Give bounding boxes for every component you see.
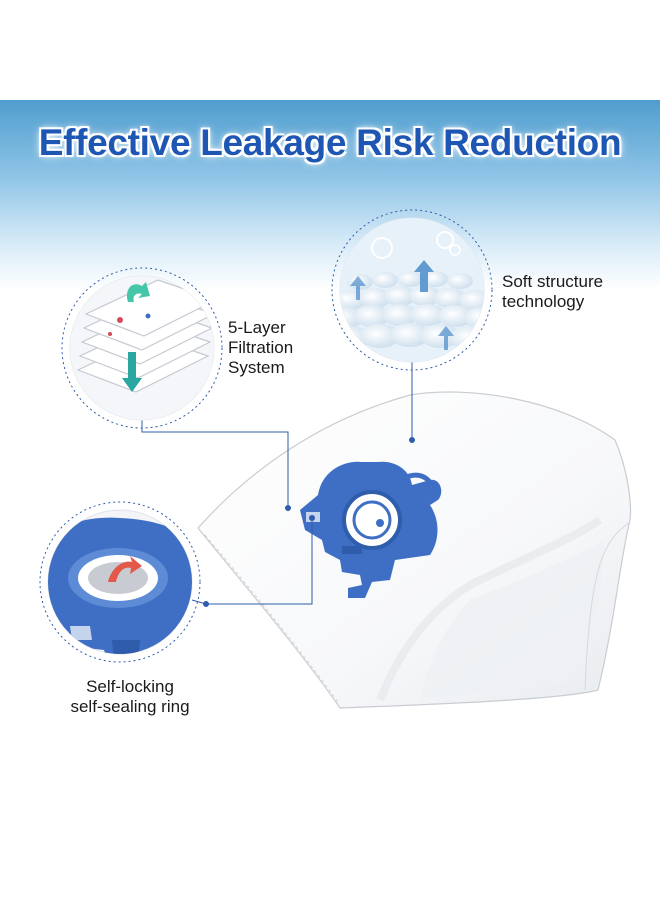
- ring-callout: Self-locking self-sealing ring: [40, 677, 220, 717]
- soft-structure-line-2: technology: [502, 292, 585, 311]
- ring-line-2: self-sealing ring: [70, 697, 190, 716]
- soft-structure-callout: Soft structure technology: [502, 272, 603, 312]
- filtration-callout: 5-Layer Filtration System: [228, 318, 293, 378]
- filtration-line-3: System: [228, 358, 285, 377]
- page-title: Effective Leakage Risk Reduction: [38, 122, 622, 163]
- header-gradient-band: [0, 100, 660, 290]
- leader-lines: [141, 362, 415, 607]
- soft-structure-line-1: Soft structure: [502, 272, 604, 291]
- ring-line-1: Self-locking: [86, 677, 174, 696]
- sealing-ring-icon: [39, 501, 201, 663]
- soft-structure-icon: [331, 209, 493, 371]
- filtration-layers-icon: [61, 267, 223, 429]
- filtration-line-1: 5-Layer: [228, 318, 286, 337]
- filtration-line-2: Filtration: [228, 338, 294, 357]
